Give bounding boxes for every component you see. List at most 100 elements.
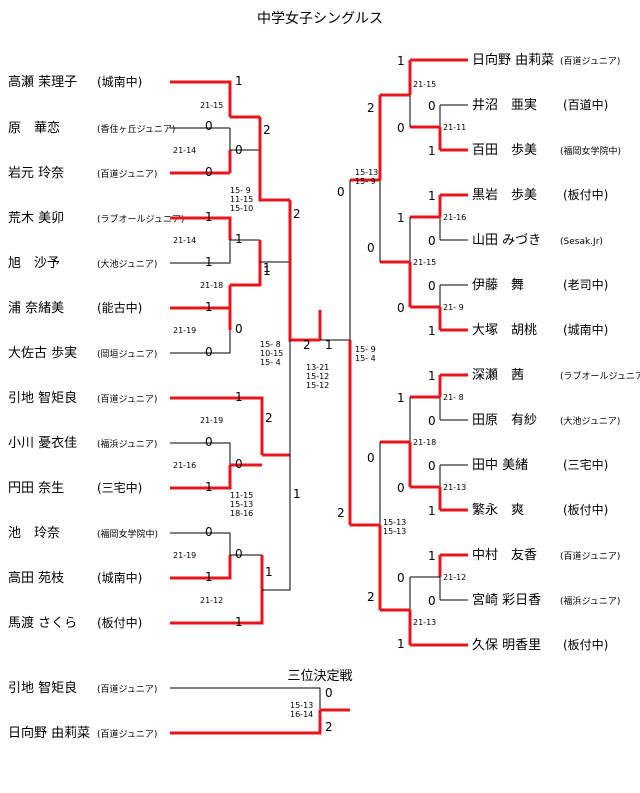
right-player-team: (Sesak.Jr) <box>560 237 603 247</box>
left-player-name: 旭 沙予 <box>8 256 60 271</box>
third-place-title: 三位決定戦 <box>287 669 352 684</box>
score-label: 1 <box>263 264 271 278</box>
winner-path <box>200 555 232 580</box>
score-label: 1 <box>205 255 213 269</box>
score-label: 1 <box>265 565 273 579</box>
right-player-team: (板付中) <box>563 637 608 652</box>
right-player-team: (百道ジュニア) <box>560 550 620 562</box>
left-player-team: (能古中) <box>97 300 142 315</box>
match-score: 11-15 <box>230 491 253 500</box>
left-player-team: (岡垣ジュニア) <box>97 349 157 360</box>
score-label: 1 <box>397 637 405 651</box>
right-player-team: (老司中) <box>563 277 608 292</box>
score-label: 1 <box>428 189 436 203</box>
match-score: 18-16 <box>230 509 253 518</box>
right-player-name: 田中 美緒 <box>472 458 528 473</box>
score-label: 1 <box>235 615 243 629</box>
match-score: 15-13 <box>355 168 378 177</box>
match-score: 10-15 <box>260 349 283 358</box>
score-label: 0 <box>428 414 436 428</box>
third-place-match-score: 16-14 <box>290 710 313 719</box>
match-score: 21-11 <box>443 123 466 132</box>
match-score: 21-18 <box>413 438 436 447</box>
third-place-player-name: 日向野 由莉菜 <box>8 725 90 741</box>
right-player-name: 黒岩 歩美 <box>472 188 537 203</box>
left-player-name: 浦 奈緒美 <box>8 301 64 316</box>
right-player-team: (ラブオールジュニア) <box>560 370 640 382</box>
score-label: 1 <box>428 549 436 563</box>
score-label: 1 <box>293 487 301 501</box>
score-label: 0 <box>205 345 213 359</box>
score-label: 0 <box>428 234 436 248</box>
score-label: 0 <box>205 525 213 539</box>
score-label: 2 <box>367 101 375 115</box>
left-player-name: 馬渡 さくら <box>8 615 77 631</box>
score-label: 0 <box>428 99 436 113</box>
right-player-name: 久保 明香里 <box>472 638 541 653</box>
match-score: 15-10 <box>230 204 253 213</box>
final-score-left: 2 <box>303 338 311 352</box>
left-player-name: 岩元 玲奈 <box>8 166 64 181</box>
right-player-name: 大塚 胡桃 <box>472 323 537 338</box>
score-label: 1 <box>428 144 436 158</box>
score-label: 1 <box>428 324 436 338</box>
page-title: 中学女子シングルス <box>257 11 383 27</box>
score-label: 0 <box>235 322 243 336</box>
score-label: 0 <box>397 121 405 135</box>
left-player-team: (三宅中) <box>97 480 142 495</box>
left-player-team: (香住ヶ丘ジュニア) <box>97 123 175 135</box>
left-player-team: (福浜ジュニア) <box>97 438 157 450</box>
score-label: 0 <box>397 301 405 315</box>
left-player-team: (ラブオールジュニア) <box>97 213 184 225</box>
score-label: 0 <box>235 457 243 471</box>
right-player-name: 中村 友香 <box>472 547 537 563</box>
right-player-team: (百道中) <box>563 97 608 112</box>
bracket-line <box>200 532 231 555</box>
score-label: 0 <box>337 185 345 199</box>
match-score: 21-14 <box>173 236 196 245</box>
match-score: 15-13 <box>383 518 406 527</box>
right-player-team: (板付中) <box>563 187 608 202</box>
right-player-team: (板付中) <box>563 502 608 517</box>
score-label: 2 <box>263 123 271 137</box>
score-label: 0 <box>397 481 405 495</box>
score-label: 0 <box>367 241 375 255</box>
match-score: 21-15 <box>413 258 436 267</box>
score-label: 0 <box>428 459 436 473</box>
left-player-team: (板付中) <box>97 615 142 630</box>
match-score: 21- 9 <box>443 303 464 312</box>
match-score: 21-18 <box>200 281 223 290</box>
match-score: 21-12 <box>443 573 466 582</box>
right-player-name: 伊藤 舞 <box>472 278 524 293</box>
score-label: 1 <box>263 261 271 275</box>
score-label: 2 <box>367 590 375 604</box>
winner-path <box>288 200 320 342</box>
left-player-team: (百道ジュニア) <box>97 393 157 405</box>
third-place-player-team: (百道ジュニア) <box>97 728 157 740</box>
right-player-name: 宮崎 彩日香 <box>472 592 541 608</box>
score-label: 1 <box>205 480 213 494</box>
score-label: 1 <box>205 210 213 224</box>
match-score: 15- 4 <box>260 358 281 367</box>
third-place-match-score: 15-13 <box>290 701 313 710</box>
match-score: 21-16 <box>173 461 196 470</box>
match-score: 15- 9 <box>355 345 376 354</box>
bracket-line <box>200 442 231 465</box>
match-score: 15- 9 <box>230 186 251 195</box>
left-player-name: 大佐古 歩実 <box>8 345 77 361</box>
left-player-name: 原 華恋 <box>8 120 60 136</box>
left-player-name: 高田 苑枝 <box>8 570 64 586</box>
left-player-team: (城南中) <box>97 570 142 585</box>
right-player-name: 山田 みづき <box>472 233 541 248</box>
left-player-team: (大池ジュニア) <box>97 258 157 270</box>
left-player-name: 小川 憂衣佳 <box>8 435 77 451</box>
score-label: 1 <box>205 570 213 584</box>
match-score: 21-13 <box>443 483 466 492</box>
left-player-team: (城南中) <box>97 74 142 89</box>
score-label: 1 <box>397 54 405 68</box>
right-player-name: 深瀬 茜 <box>472 368 524 383</box>
score-label: 2 <box>265 411 273 425</box>
match-score: 15- 8 <box>260 340 281 349</box>
match-score: 21- 8 <box>443 393 464 402</box>
score-label: 0 <box>205 435 213 449</box>
